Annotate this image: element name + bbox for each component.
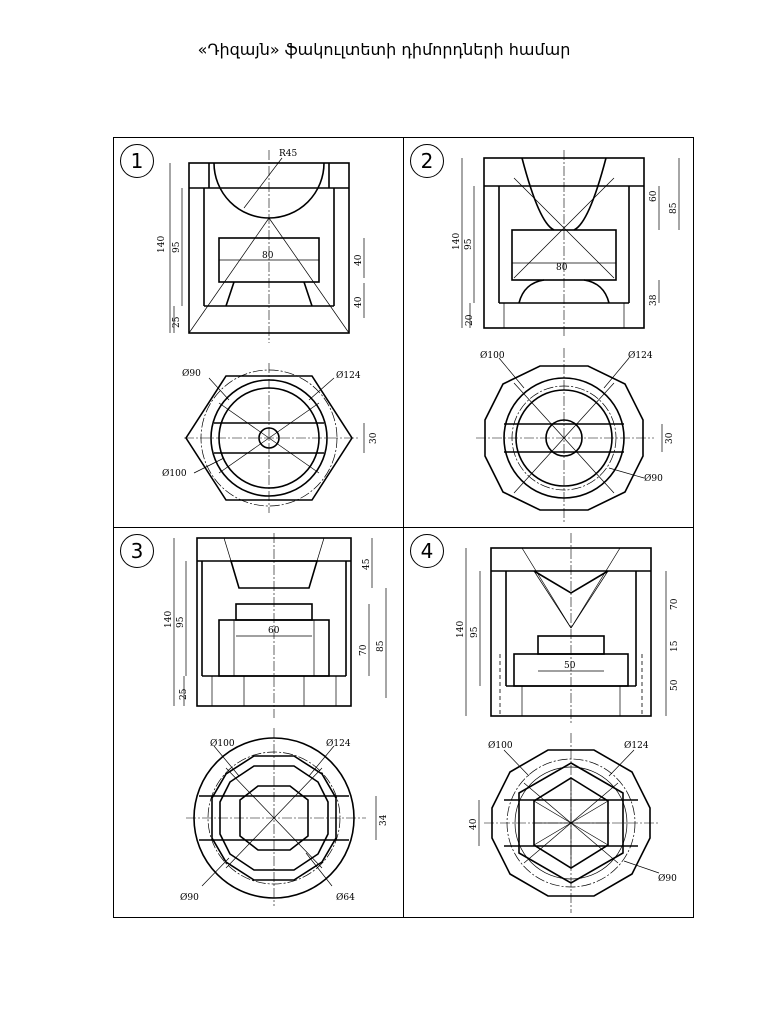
drawing-3: 3 [114,528,404,918]
height-95-label: 95 [464,238,474,250]
dim-60-label: 60 [649,190,659,202]
height-140-label: 140 [456,621,466,638]
drawing-4: 4 [404,528,694,918]
dim-15-label: 15 [670,640,680,652]
drawing-number-badge: 2 [410,144,444,178]
diameter-124-label: Ø124 [628,350,653,361]
drawing-1-svg: R45 140 95 25 80 40 40 [157,149,379,513]
dim-30-label: 30 [665,432,675,444]
height-25-label: 25 [179,688,189,700]
diameter-124-label: Ø124 [624,740,649,751]
height-140-label: 140 [164,611,174,628]
drawing-2: 2 [404,138,694,528]
top-view [476,348,663,523]
page-title: «Դիզայն» ֆակուլտետի դիմորդների համար [197,40,571,59]
height-140-label: 140 [452,233,462,250]
dim-38-label: 38 [649,294,659,306]
width-80-label: 80 [556,263,568,273]
diameter-90-label: Ø90 [644,473,663,484]
dim-40-lower-label: 40 [354,296,364,308]
dim-30-label: 30 [369,432,379,444]
width-60-label: 60 [268,626,280,636]
radius-label: R45 [279,149,298,159]
dim-85-label: 85 [376,640,386,652]
diameter-64-label: Ø64 [336,892,355,903]
dim-70-label: 70 [670,598,680,610]
height-20-label: 20 [465,314,475,326]
dim-70-label: 70 [359,644,369,656]
dim-40-upper-label: 40 [354,254,364,266]
diameter-100-label: Ø100 [162,468,187,479]
height-25-label: 25 [172,316,182,328]
drawing-number-badge: 1 [120,144,154,178]
height-95-label: 95 [172,241,182,253]
diameter-124-label: Ø124 [326,738,351,749]
diameter-90-label: Ø90 [182,368,201,379]
diameter-100-label: Ø100 [488,740,513,751]
diameter-90-label: Ø90 [658,873,677,884]
width-80-label: 80 [262,251,274,261]
height-95-label: 95 [470,626,480,638]
drawing-1: 1 [114,138,404,528]
drawing-number-badge: 4 [410,534,444,568]
height-95-label: 95 [176,616,186,628]
drawing-4-svg: 140 95 50 70 15 50 [456,533,680,913]
drawing-2-svg: 140 95 20 80 60 85 38 [452,150,680,523]
top-view [478,733,660,913]
drawing-number-badge: 3 [120,534,154,568]
diameter-100-label: Ø100 [480,350,505,361]
dim-45-label: 45 [362,558,372,570]
front-view [461,150,680,338]
dim-34-label: 34 [379,814,389,826]
diameter-100-label: Ø100 [210,738,235,749]
drawing-3-svg: 140 95 25 60 45 70 85 [164,533,389,906]
front-view [173,533,387,718]
top-view [186,728,377,906]
dim-40-label: 40 [469,818,479,830]
diameter-124-label: Ø124 [336,370,361,381]
dim-85-label: 85 [669,202,679,214]
height-140-label: 140 [157,236,167,253]
front-view [465,533,667,723]
diameter-90-label: Ø90 [180,892,199,903]
top-view [184,363,365,513]
dim-50-label: 50 [670,679,680,691]
front-view [169,150,365,343]
drawing-sheet: 1 [113,137,694,918]
width-50-label: 50 [564,661,576,671]
